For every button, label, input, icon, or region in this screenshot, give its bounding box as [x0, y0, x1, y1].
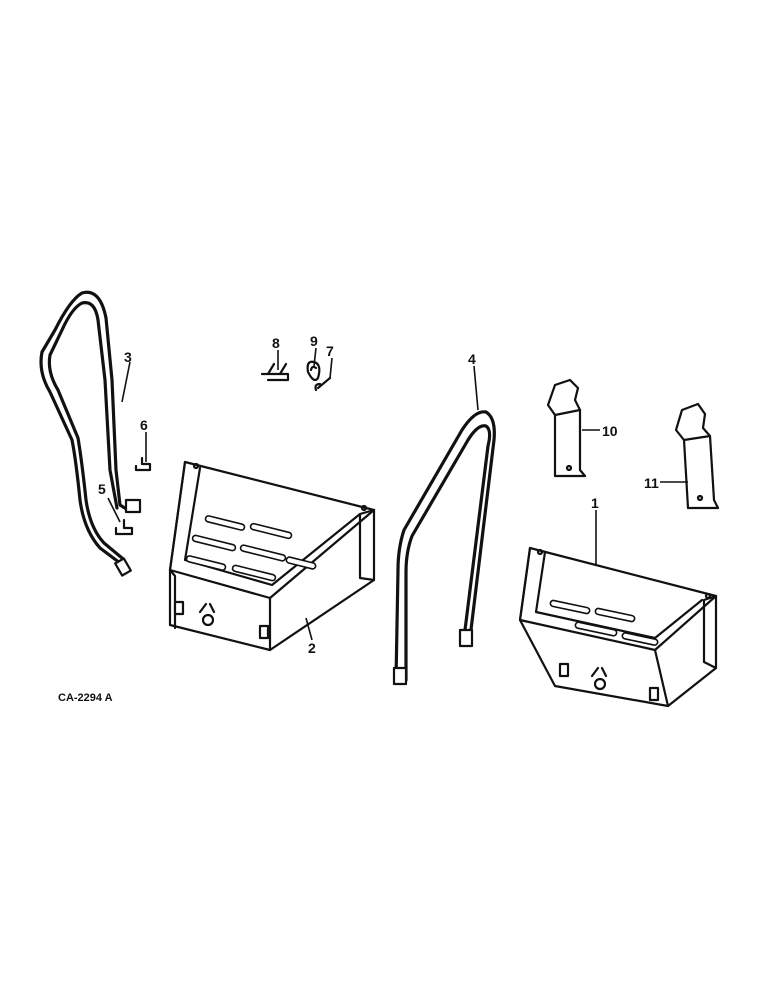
- part-5-clip: [114, 518, 134, 536]
- callout-1: 1: [591, 495, 599, 511]
- part-10-bracket: [546, 378, 587, 478]
- callout-labels: 3 6 5 8 9 7 4 10 11 1 2: [98, 333, 659, 656]
- leader-lines: [107, 347, 688, 641]
- callout-5: 5: [98, 481, 106, 497]
- callout-11: 11: [644, 475, 659, 491]
- part-7-pin: [314, 376, 332, 392]
- callout-3: 3: [124, 349, 132, 365]
- figure-reference: CA-2294 A: [58, 692, 113, 704]
- part-2-step: [168, 460, 376, 652]
- part-8-clip: [260, 362, 290, 382]
- part-6-clip: [134, 456, 152, 472]
- callout-9: 9: [310, 333, 318, 349]
- part-3-handrail: [39, 290, 142, 577]
- callout-6: 6: [140, 417, 148, 433]
- callout-7: 7: [326, 343, 334, 359]
- callout-2: 2: [308, 640, 316, 656]
- callout-10: 10: [602, 423, 618, 439]
- part-11-bracket: [674, 402, 720, 510]
- part-4-handrail: [392, 410, 496, 686]
- callout-8: 8: [272, 335, 280, 351]
- callout-4: 4: [468, 351, 476, 367]
- part-1-step: [518, 546, 718, 708]
- part-9-washer: [306, 360, 321, 382]
